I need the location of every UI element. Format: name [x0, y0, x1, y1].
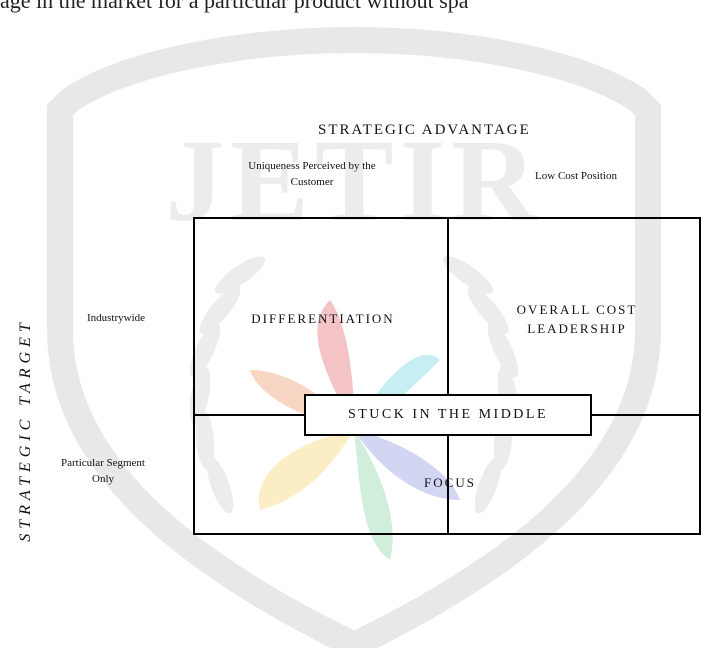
cell-overall-cost-leadership: OVERALL COST LEADERSHIP — [516, 302, 638, 336]
laurel-left-icon — [189, 256, 266, 514]
row-label-industrywide: Industrywide — [86, 312, 146, 324]
row-label-particular-segment: Particular Segment Only — [60, 457, 145, 485]
stuck-in-middle-label: STUCK IN THE MIDDLE — [347, 407, 549, 422]
shield-watermark-icon — [47, 26, 661, 648]
cell-focus: FOCUS — [424, 475, 476, 490]
strategic-target-title: STRATEGIC TARGET — [17, 318, 34, 542]
strategic-advantage-title: STRATEGIC ADVANTAGE — [318, 122, 531, 138]
watermark-text: JETIR — [165, 115, 543, 246]
cell-differentiation: DIFFERENTIATION — [251, 311, 395, 326]
cropped-header-text: age in the market for a particular produ… — [0, 0, 469, 13]
column-label-low-cost: Low Cost Position — [535, 170, 617, 182]
matrix-vertical-divider — [447, 218, 449, 535]
stuck-in-middle-box: STUCK IN THE MIDDLE — [304, 394, 592, 436]
column-label-uniqueness: Uniqueness Perceived by the Customer — [248, 160, 376, 188]
